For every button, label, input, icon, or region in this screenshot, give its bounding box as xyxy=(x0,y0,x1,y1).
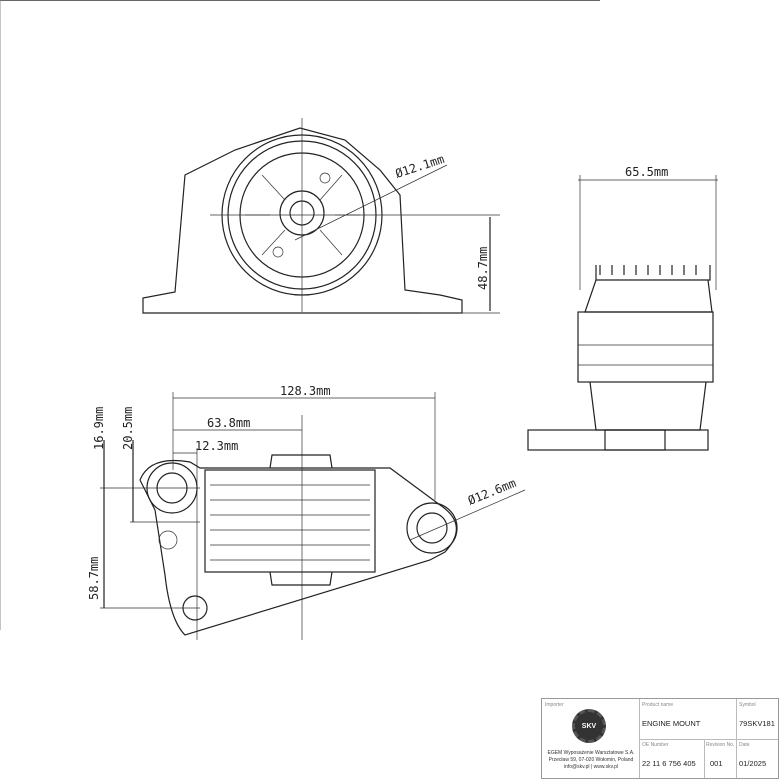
date: 01/2025 xyxy=(739,759,767,768)
oe-label: OE Number xyxy=(642,742,669,748)
importer-label: Importer xyxy=(545,702,564,708)
product-name: ENGINE MOUNT xyxy=(642,719,701,728)
title-block: Importer SKV EGEM Wyposażenie Warsztatow… xyxy=(541,698,779,779)
symbol-label: Symbol xyxy=(739,702,756,708)
dim-right-hole-diameter: Ø12.6mm xyxy=(466,476,518,508)
symbol: 79SKV181 xyxy=(739,719,775,728)
dim-overall-length: 128.3mm xyxy=(280,384,331,398)
dim-front-height: 48.7mm xyxy=(476,247,490,290)
revision-label: Revision No. xyxy=(706,742,735,748)
dim-vertical-a: 16.9mm xyxy=(92,407,106,450)
importer-contact: info@skv.pl | www.skv.pl xyxy=(564,764,618,770)
dim-vertical-b: 20.5mm xyxy=(121,407,135,450)
skv-logo: SKV xyxy=(572,709,606,743)
side-view: 65.5mm xyxy=(527,165,718,451)
date-label: Date xyxy=(739,742,750,748)
dim-hole-offset: 12.3mm xyxy=(195,439,238,453)
importer-address: Przecław 59, 07-020 Wołomin, Poland xyxy=(548,757,634,763)
dim-side-width: 65.5mm xyxy=(625,165,668,179)
product-name-label: Product name xyxy=(642,702,674,708)
importer-text: EGEM Wyposażenie Warsztatowe S.A. xyxy=(547,750,635,756)
dim-vertical-c: 58.7mm xyxy=(87,557,101,600)
front-view: Ø12.1mm 48.7mm xyxy=(142,118,500,314)
revision: 001 xyxy=(710,759,723,768)
dim-center-offset: 63.8mm xyxy=(207,416,250,430)
dim-front-hole-diameter: Ø12.1mm xyxy=(394,152,446,181)
top-view: 128.3mm 63.8mm 12.3mm 16.9mm 20.5mm 58.7… xyxy=(87,384,526,640)
oe-number: 22 11 6 756 405 xyxy=(642,759,696,768)
